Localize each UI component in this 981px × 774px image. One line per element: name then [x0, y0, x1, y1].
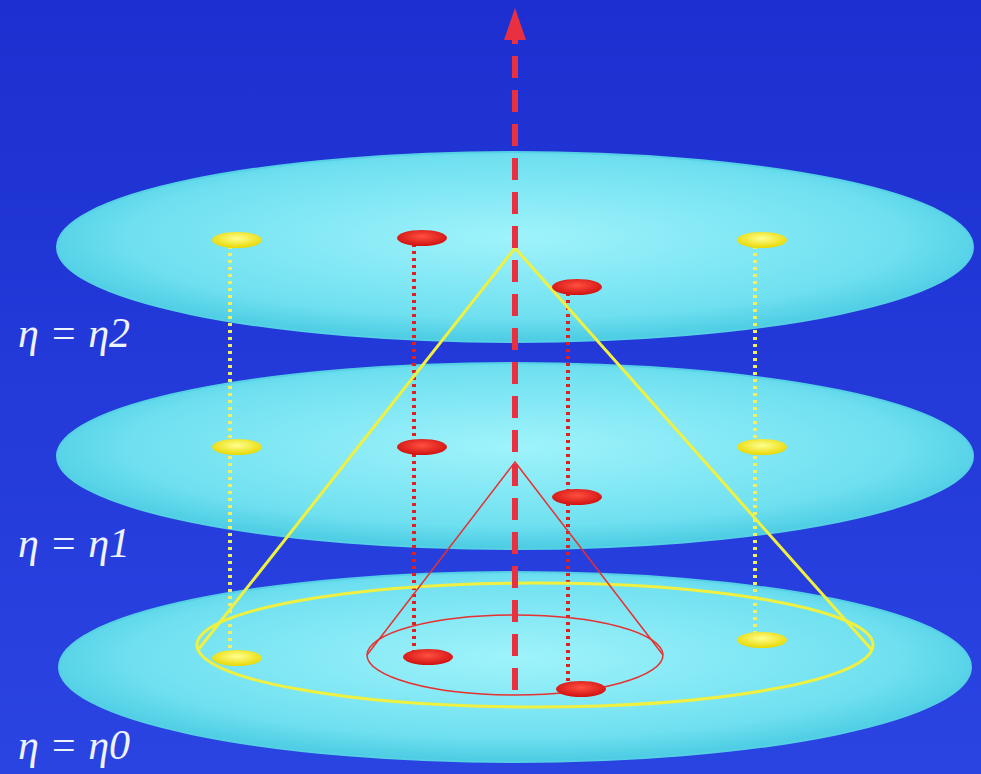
time-arrow — [512, 40, 518, 690]
red-point — [397, 439, 447, 455]
red-point — [556, 681, 606, 697]
yellow-point — [737, 232, 787, 248]
red-point — [552, 279, 602, 295]
red-point — [552, 489, 602, 505]
yellow-point — [737, 439, 787, 455]
slice-disk — [57, 363, 973, 549]
worldline — [566, 293, 570, 684]
yellow-point — [212, 650, 262, 666]
light-cone — [198, 248, 872, 650]
light-cone-base — [197, 583, 873, 707]
slice-label: η = η2 — [18, 312, 130, 354]
red-point — [397, 230, 447, 246]
cones — [197, 248, 873, 707]
small-cone — [367, 462, 663, 655]
worldlines — [230, 244, 755, 684]
yellow-point — [737, 632, 787, 648]
arrow-head — [504, 8, 526, 40]
yellow-point — [212, 232, 262, 248]
slice-label: η = η0 — [18, 724, 130, 766]
points — [212, 230, 787, 697]
red-point — [403, 649, 453, 665]
time-axis — [504, 8, 526, 690]
slice-label: η = η1 — [18, 522, 130, 564]
yellow-point — [212, 439, 262, 455]
